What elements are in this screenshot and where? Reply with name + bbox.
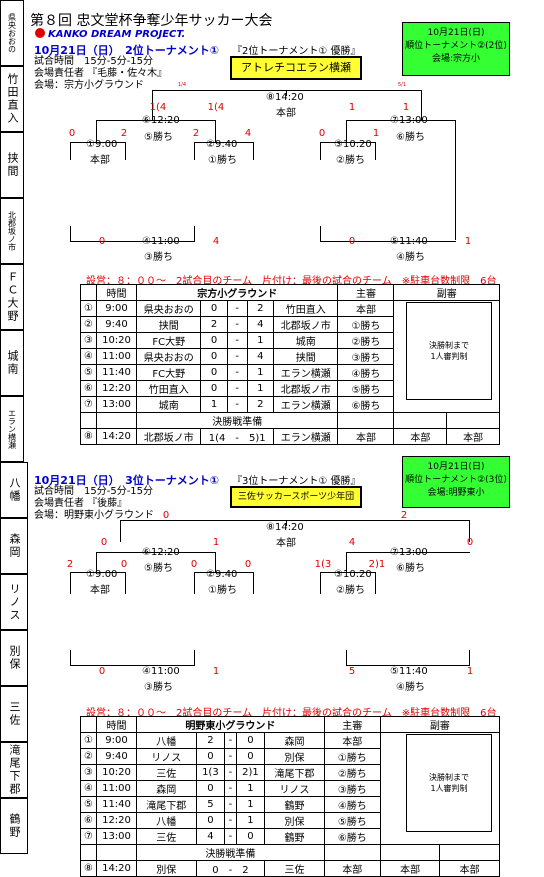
team-hokugun-sakanoichi: 北郡坂ノ市 <box>0 198 24 264</box>
sec1-winner-caption: 『2位トーナメント① 優勝』 <box>232 46 361 57</box>
sec2-heading: 10月21日（日） 3位トーナメント① <box>34 474 220 487</box>
team-beppo: 別保 <box>0 630 28 686</box>
section-3rd-place: 10月21日（日） 3位トーナメント① 『3位トーナメント① 優勝』 三佐サッカ… <box>0 456 544 877</box>
kanko-logo: KANKO DREAM PROJECT. <box>34 26 204 40</box>
sec2-winner-box: 三佐サッカースポーツ少年団 <box>230 486 362 508</box>
team-rinosu: リノス <box>0 574 28 630</box>
team-tsuruno: 鶴野 <box>0 798 28 854</box>
sec1-side-note: 決勝制まで 1人審判制 <box>406 302 492 400</box>
final-row: ⑧ 14:20 別保 0 - 2 三佐 本部 本部 本部 <box>80 860 500 877</box>
sec1-note: 設営：８：００～ 2試合目のチーム 片付け：最後の試合のチーム ※駐車台数制限 … <box>86 276 497 287</box>
sec1-info-manager: 会場責任者 『毛藤・佐々木』 <box>34 68 168 79</box>
table-header: 時間 宗方小グラウンド 主審 副審 <box>80 284 500 301</box>
team-morioka: 森岡 <box>0 518 28 574</box>
logo-text: KANKO DREAM PROJECT. <box>48 29 185 40</box>
team-jonan: 城南 <box>0 330 24 396</box>
sec2-note: 設営：８：００～ 2試合目のチーム 片付け：最後の試合のチーム ※駐車台数制限 … <box>86 708 497 719</box>
final-row: ⑧ 14:20 北郡坂ノ市 1(4 - 5)1 エラン横瀬 本部 本部 本部 <box>80 428 500 445</box>
section-2nd-place: 10月21日（日） 2位トーナメント① 『2位トーナメント① 優勝』 アトレチコ… <box>0 0 510 462</box>
sec1-green-box: 10月21日(日) 順位トーナメント②(2位) 会場:宗方小 <box>402 22 510 76</box>
sec1-final-time: ⑧14:20 <box>266 92 304 103</box>
sec2-side-note: 決勝制まで 1人審判制 <box>406 734 492 832</box>
prep-row: 決勝戦準備 <box>80 844 500 861</box>
team-eran-yokose: エラン横瀬 <box>0 396 24 462</box>
team-fc-oono: ＦＣ大野 <box>0 264 24 330</box>
team-kenou-oono: 県央おおの <box>0 0 24 66</box>
page-title: 第８回 忠文堂杯争奪少年サッカー大会 <box>30 13 273 29</box>
sec1-info-venue: 会場：宗方小グラウンド <box>34 80 144 91</box>
team-misa: 三佐 <box>0 686 28 742</box>
team-hasama: 挟間 <box>0 132 24 198</box>
table-header: 時間 明野東小グラウンド 主審 副審 <box>80 716 501 733</box>
kanko-logo-icon: KANKO DREAM PROJECT. <box>35 28 185 40</box>
sec1-winner-box: アトレチコエラン横瀬 <box>230 56 362 80</box>
team-yawata: 八幡 <box>0 462 28 518</box>
sec1-heading: 10月21日（日） 2位トーナメント① <box>34 44 220 57</box>
team-takio-shimogori: 滝尾下郡 <box>0 742 28 798</box>
sec2-info: 試合時間 15分-5分-15分 会場責任者 『後藤』 会場：明野東小グラウンド <box>34 486 154 521</box>
prep-row: 決勝戦準備 <box>80 412 500 429</box>
sec2-green-box: 10月21日(日) 順位トーナメント②(3位) 会場:明野東小 <box>402 456 510 508</box>
sec1-info-time: 試合時間 15分-5分-15分 <box>34 56 154 67</box>
team-taketa-naoiri: 竹田直入 <box>0 66 24 132</box>
sec1-info: 試合時間 15分-5分-15分 会場責任者 『毛藤・佐々木』 会場：宗方小グラウ… <box>34 56 167 92</box>
sec2-winner-caption: 『3位トーナメント① 優勝』 <box>232 476 361 487</box>
